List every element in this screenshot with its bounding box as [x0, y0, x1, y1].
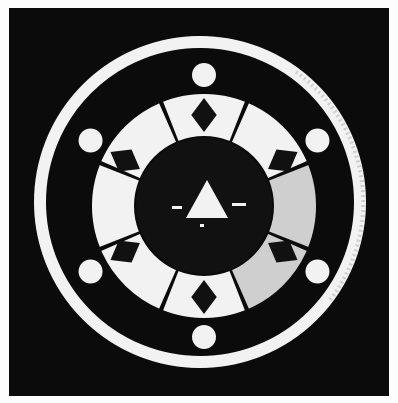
outer-dot	[305, 260, 329, 284]
outer-dot	[305, 129, 329, 153]
outer-dot	[79, 129, 103, 153]
outer-dot	[79, 260, 103, 284]
outer-dot	[192, 325, 216, 349]
outer-dot	[192, 63, 216, 87]
